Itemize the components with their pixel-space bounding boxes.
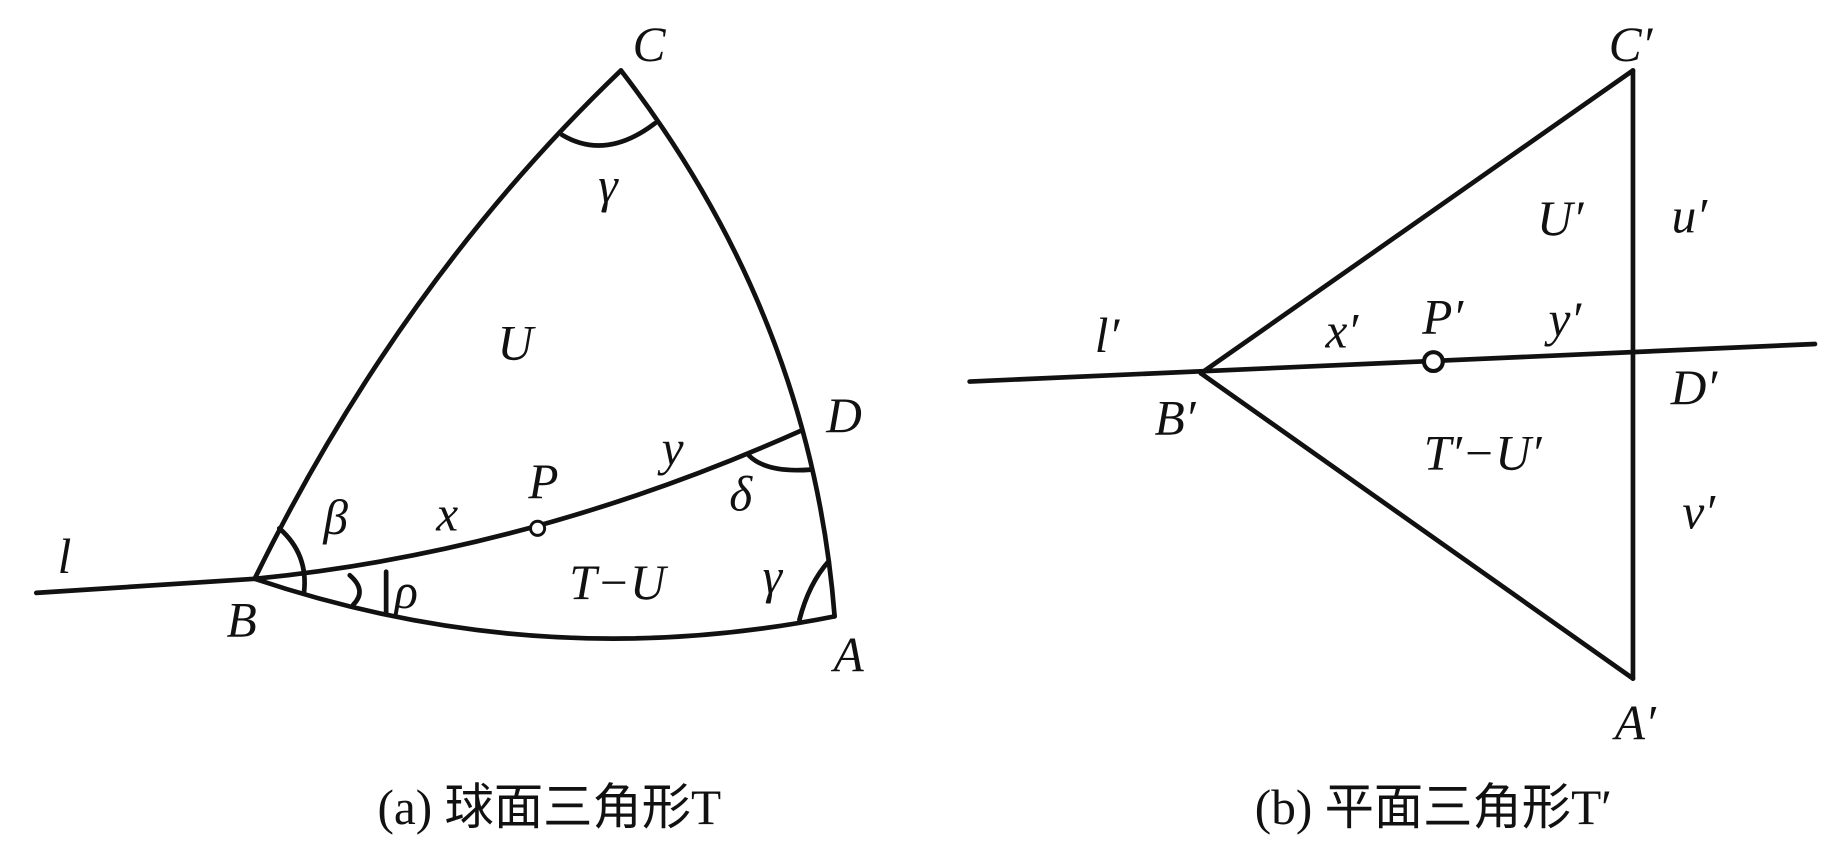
label-D: D [825, 388, 862, 443]
label-y: y [657, 421, 684, 476]
angle-delta [746, 453, 814, 473]
label-v-prime: v′ [1682, 484, 1716, 539]
line-l [33, 576, 257, 596]
arc-BC [252, 68, 624, 582]
angle-gamma-right [797, 558, 832, 623]
side-BA-prime [1198, 370, 1636, 681]
label-P-prime: P′ [1421, 289, 1464, 344]
angle-rho [347, 572, 362, 607]
label-rho: ρ [392, 564, 418, 619]
label-D-prime: D′ [1670, 360, 1719, 415]
line-l-prime [967, 341, 1818, 384]
label-l: l [58, 529, 72, 584]
label-x-prime: x′ [1324, 304, 1359, 359]
panel-a-spherical-triangle: C B A D l U P x y β ρ T−U δ γ γ (a) 球面三角… [33, 17, 865, 835]
arc-BD [252, 428, 803, 582]
point-P-prime [1421, 350, 1445, 374]
label-u-prime: u′ [1672, 188, 1709, 243]
label-gamma-right: γ [763, 549, 784, 604]
label-y-prime: y′ [1544, 292, 1583, 347]
caption-b: (b) 平面三角形T′ [1255, 780, 1612, 835]
label-T-minus-U: T−U [569, 555, 669, 610]
angle-gamma-top [559, 120, 658, 148]
label-gamma-top: γ [598, 158, 619, 213]
label-beta: β [322, 490, 348, 545]
panel-b-plane-triangle: C′ A′ B′ D′ l′ U′ u′ x′ P′ y′ T′−U′ v′ (… [967, 17, 1818, 835]
label-U-prime: U′ [1537, 191, 1585, 246]
arc-CA [618, 68, 837, 619]
label-B-prime: B′ [1155, 390, 1197, 445]
label-C: C [633, 17, 667, 72]
point-P [529, 519, 547, 537]
side-BC-prime [1198, 68, 1636, 376]
label-U: U [497, 315, 536, 370]
label-C-prime: C′ [1609, 17, 1654, 72]
label-T-minus-U-prime: T′−U′ [1424, 426, 1543, 481]
caption-a: (a) 球面三角形T [378, 780, 722, 835]
label-x: x [435, 487, 458, 542]
label-delta: δ [729, 467, 753, 522]
label-A: A [831, 628, 865, 683]
label-P: P [527, 454, 558, 509]
label-A-prime: A′ [1612, 696, 1657, 751]
label-B: B [227, 592, 257, 647]
arc-BA [252, 576, 837, 641]
angle-beta [276, 525, 307, 596]
label-l-prime: l′ [1095, 308, 1121, 363]
